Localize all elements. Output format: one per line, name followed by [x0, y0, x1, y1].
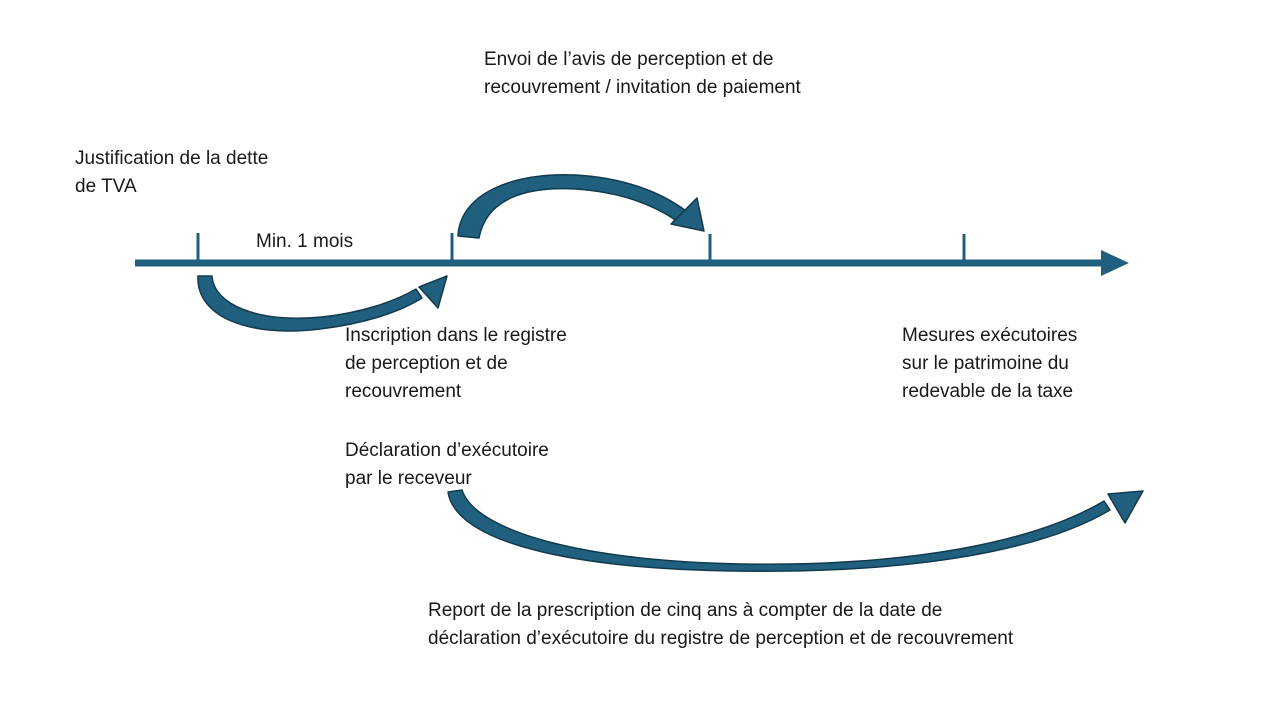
label-line: Inscription dans le registre [345, 325, 567, 346]
label-line: déclaration d’exécutoire du registre de … [428, 628, 1014, 649]
curved-arrow-prescription-icon [447, 489, 1144, 572]
label-line: recouvrement / invitation de paiement [484, 77, 801, 98]
label-envoi-avis-perception: Envoi de l’avis de perception et de reco… [484, 46, 801, 102]
timeline-arrowhead-icon [1101, 250, 1129, 276]
curved-arrow-envoi-icon [457, 173, 705, 239]
label-report-prescription: Report de la prescription de cinq ans à … [428, 597, 1013, 653]
label-line: Min. 1 mois [256, 231, 354, 252]
label-line: Report de la prescription de cinq ans à … [428, 600, 943, 621]
label-justification-dette-tva: Justification de la dette de TVA [75, 145, 268, 201]
label-min-1-mois: Min. 1 mois [256, 228, 353, 256]
label-line: Mesures exécutoires [902, 325, 1078, 346]
label-line: Déclaration d’exécutoire [345, 440, 549, 461]
label-line: sur le patrimoine du [902, 353, 1069, 374]
label-line: de TVA [75, 176, 137, 197]
label-inscription-registre: Inscription dans le registre de percepti… [345, 322, 567, 406]
label-mesures-executoires: Mesures exécutoires sur le patrimoine du… [902, 322, 1077, 406]
label-line: par le receveur [345, 468, 472, 489]
label-line: recouvrement [345, 381, 462, 402]
curved-arrow-min-delay-icon [197, 275, 448, 332]
label-declaration-executoire: Déclaration d’exécutoire par le receveur [345, 437, 549, 493]
label-line: de perception et de [345, 353, 508, 374]
label-line: Justification de la dette [75, 148, 269, 169]
label-line: redevable de la taxe [902, 381, 1074, 402]
label-line: Envoi de l’avis de perception et de [484, 49, 774, 70]
